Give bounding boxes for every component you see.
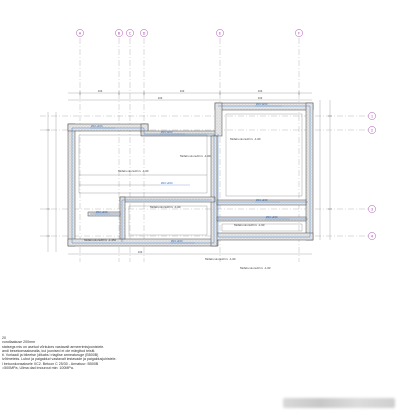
rebar-label-6: Ø10 s200 <box>171 240 183 243</box>
note-line: 20 <box>2 336 6 340</box>
note-line: andi besekomaaksealla, kui joonised ei o… <box>2 348 96 353</box>
general-notes: 20 vundlaakuse 200mm statsegs mis on ase… <box>2 336 242 370</box>
slab-edges <box>78 113 303 236</box>
grid-col-e: E <box>219 31 222 35</box>
note-line: l betoonkonsaksele XC2. Betoon C 25/30 -… <box>2 361 99 366</box>
dim-label-5: 100 <box>158 97 163 100</box>
level-label-6: Taldeliu slunsrmin: -1.60 <box>205 257 236 261</box>
dim-label-6: 100 <box>138 251 143 254</box>
grid-col-d: D <box>143 31 146 35</box>
level-label-7: Taldeliu slunsrmin: -1.450 <box>84 238 117 242</box>
level-label-8: Taldeliu slunsrmin: -1.60 <box>240 266 271 270</box>
note-line: =500MPa, Ulima dad imourout min: 100MPa. <box>2 366 74 371</box>
note-line: vundlaakuse 200mm <box>2 340 36 345</box>
level-label-4: Taldeliu slunsrmin: -1.60 <box>230 137 261 141</box>
grid-column-bubbles <box>76 29 303 37</box>
note-line: ti. Vurlaadi ja bileetse (dikabs i rlagl… <box>2 353 99 358</box>
reinforcement-bars <box>71 105 311 244</box>
note-line: ivõtmeteks. Lubut ja paigaldud vastavalt… <box>2 357 117 362</box>
dim-label-3: 100 <box>258 90 263 93</box>
grid-row-1: 1 <box>371 114 373 118</box>
dimension-ticks <box>46 91 332 237</box>
dim-label-1: 100 <box>98 90 103 93</box>
level-label-5: Taldeliu slunsrmin: -1.60 <box>234 223 265 227</box>
grid-col-c: C <box>129 31 132 35</box>
grid-row-2: 2 <box>371 128 373 132</box>
grid-col-b: B <box>118 31 121 35</box>
foundation-walls <box>67 102 314 247</box>
grid-col-f: F <box>298 31 300 35</box>
grid-col-a: A <box>79 31 82 35</box>
rebar-label-4: Ø10 s200 <box>256 199 268 202</box>
rebar-label-8: Ø10 s200 <box>96 211 108 214</box>
rebar-label-1: Ø10 s200 <box>91 125 103 128</box>
rebar-callouts <box>90 105 290 244</box>
level-label-3: Taldeliu slunsrmin: -1.60 <box>150 205 181 209</box>
note-line: statsegs mis on asetud võrkukes vastaval… <box>2 344 105 349</box>
level-label-1: Taldeliu slunsrmin: -1.60 <box>180 154 211 158</box>
grid-lines <box>40 38 368 262</box>
rebar-label-5: Ø10 s200 <box>266 216 278 219</box>
dimension-lines <box>47 92 331 255</box>
rebar-label-2: Ø10 s200 <box>161 131 173 134</box>
redacted-title-block <box>283 398 395 408</box>
rebar-label-3: Ø10 s200 <box>256 103 268 106</box>
grid-row-bubbles <box>368 112 376 240</box>
grid-row-3: 3 <box>371 207 373 211</box>
level-label-2: Taldeliu slunsrmin: -1.60 <box>118 169 149 173</box>
dim-label-4: 100 <box>258 97 263 100</box>
grid-row-4: 4 <box>371 234 374 238</box>
rebar-label-7: Ø10 s200 <box>161 182 173 185</box>
dim-label-2: 100 <box>180 90 185 93</box>
